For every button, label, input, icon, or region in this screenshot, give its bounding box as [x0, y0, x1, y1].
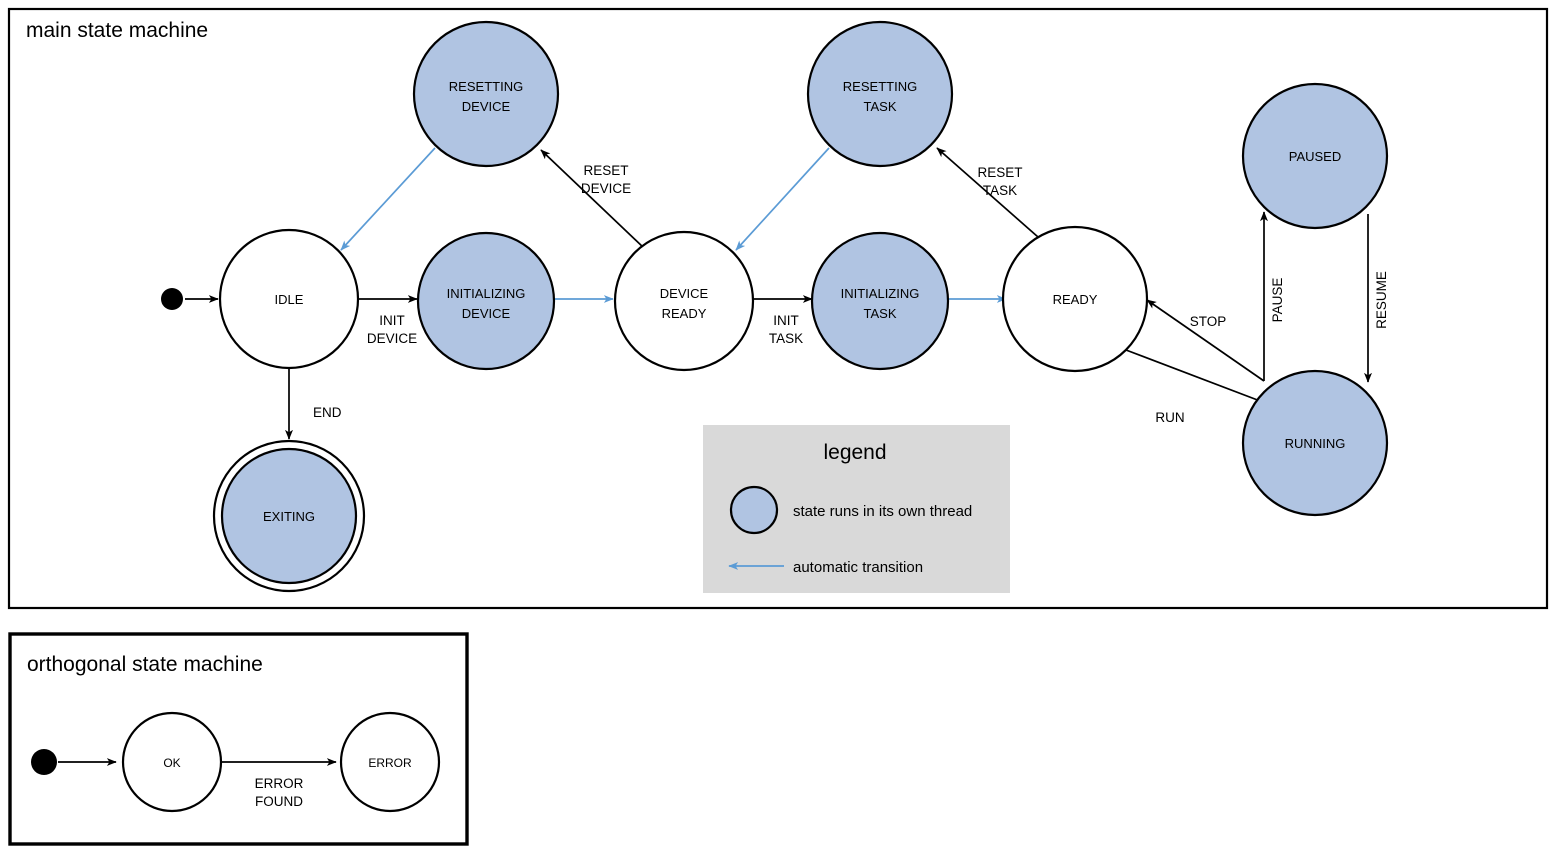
legend-title: legend — [823, 441, 886, 464]
state-resetting-task-circle — [806, 20, 954, 168]
state-node-device-ready[interactable]: DEVICE READY — [613, 230, 755, 372]
state-resetting-device-label-line2: DEVICE — [462, 99, 511, 114]
state-resetting-device-circle — [412, 20, 560, 168]
legend: legend state runs in its own thread auto… — [703, 425, 1010, 593]
edge-label-error-found-line1: ERROR — [255, 776, 304, 791]
edge-label-init-device-line2: DEVICE — [367, 331, 417, 346]
state-initializing-task-circle — [810, 231, 950, 371]
state-node-error[interactable]: ERROR — [339, 711, 441, 813]
state-exiting-inner-circle — [220, 447, 358, 585]
state-idle-circle — [218, 228, 360, 370]
state-resetting-task-label-line1: RESETTING — [843, 79, 917, 94]
edge-label-reset-device-line1: RESET — [583, 163, 628, 178]
state-node-idle[interactable]: IDLE — [218, 228, 360, 370]
edge-running-to-ready — [1146, 299, 1265, 382]
state-device-ready-label-line1: DEVICE — [660, 286, 709, 301]
state-node-exiting[interactable]: EXITING — [212, 439, 366, 593]
edge-label-reset-task-line1: RESET — [977, 165, 1022, 180]
state-node-resetting-task[interactable]: RESETTING TASK — [806, 20, 954, 168]
edge-label-stop: STOP — [1190, 314, 1227, 329]
state-node-ready[interactable]: READY — [1001, 225, 1149, 373]
edge-label-run: RUN — [1155, 410, 1184, 425]
state-node-paused[interactable]: PAUSED — [1241, 82, 1389, 230]
edge-ready-to-resetting-task — [936, 147, 1039, 238]
edge-device-ready-to-resetting-device — [540, 149, 646, 250]
state-node-running[interactable]: RUNNING — [1241, 369, 1389, 517]
state-running-circle — [1241, 369, 1389, 517]
orthogonal-frame-title: orthogonal state machine — [27, 653, 263, 676]
state-node-initializing-task[interactable]: INITIALIZING TASK — [810, 231, 950, 371]
edge-ready-to-running — [1125, 349, 1269, 405]
initial-state-dot-orthogonal — [31, 749, 57, 775]
edge-label-end: END — [313, 405, 342, 420]
edge-label-reset-device-line2: DEVICE — [581, 181, 631, 196]
edge-label-pause: PAUSE — [1270, 278, 1285, 323]
state-ready-circle — [1001, 225, 1149, 373]
edge-label-resume: RESUME — [1374, 271, 1389, 329]
state-device-ready-label-line2: READY — [662, 306, 707, 321]
legend-threaded-state-icon — [729, 485, 779, 535]
state-ok-label: OK — [163, 756, 180, 770]
state-initializing-task-label-line2: TASK — [864, 306, 897, 321]
state-initializing-device-label-line2: DEVICE — [462, 306, 511, 321]
state-ready-label: READY — [1053, 292, 1098, 307]
state-resetting-task-label-line2: TASK — [864, 99, 897, 114]
main-frame-title: main state machine — [26, 19, 208, 42]
state-resetting-device-label-line1: RESETTING — [449, 79, 523, 94]
state-initializing-task-label-line1: INITIALIZING — [841, 286, 920, 301]
edge-label-init-task-line2: TASK — [769, 331, 803, 346]
legend-item-thread-text: state runs in its own thread — [793, 503, 972, 520]
state-paused-circle — [1241, 82, 1389, 230]
state-error-label: ERROR — [368, 756, 412, 770]
edge-label-init-device-line1: INIT — [379, 313, 405, 328]
state-running-label: RUNNING — [1285, 436, 1346, 451]
state-idle-label: IDLE — [275, 292, 304, 307]
legend-item-auto-text: automatic transition — [793, 559, 923, 576]
state-exiting-label: EXITING — [263, 509, 315, 524]
state-device-ready-circle — [613, 230, 755, 372]
state-ok-circle — [121, 711, 223, 813]
state-initializing-device-circle — [416, 231, 556, 371]
edge-resetting-task-to-device-ready — [735, 147, 830, 251]
state-error-circle — [339, 711, 441, 813]
initial-state-dot-main — [161, 288, 183, 310]
state-initializing-device-label-line1: INITIALIZING — [447, 286, 526, 301]
edge-label-init-task-line1: INIT — [773, 313, 799, 328]
edge-label-error-found-line2: FOUND — [255, 794, 303, 809]
state-node-resetting-device[interactable]: RESETTING DEVICE — [412, 20, 560, 168]
edge-label-reset-task-line2: TASK — [983, 183, 1017, 198]
state-node-initializing-device[interactable]: INITIALIZING DEVICE — [416, 231, 556, 371]
state-node-ok[interactable]: OK — [121, 711, 223, 813]
state-paused-label: PAUSED — [1289, 149, 1342, 164]
edge-resetting-device-to-idle — [340, 147, 436, 251]
